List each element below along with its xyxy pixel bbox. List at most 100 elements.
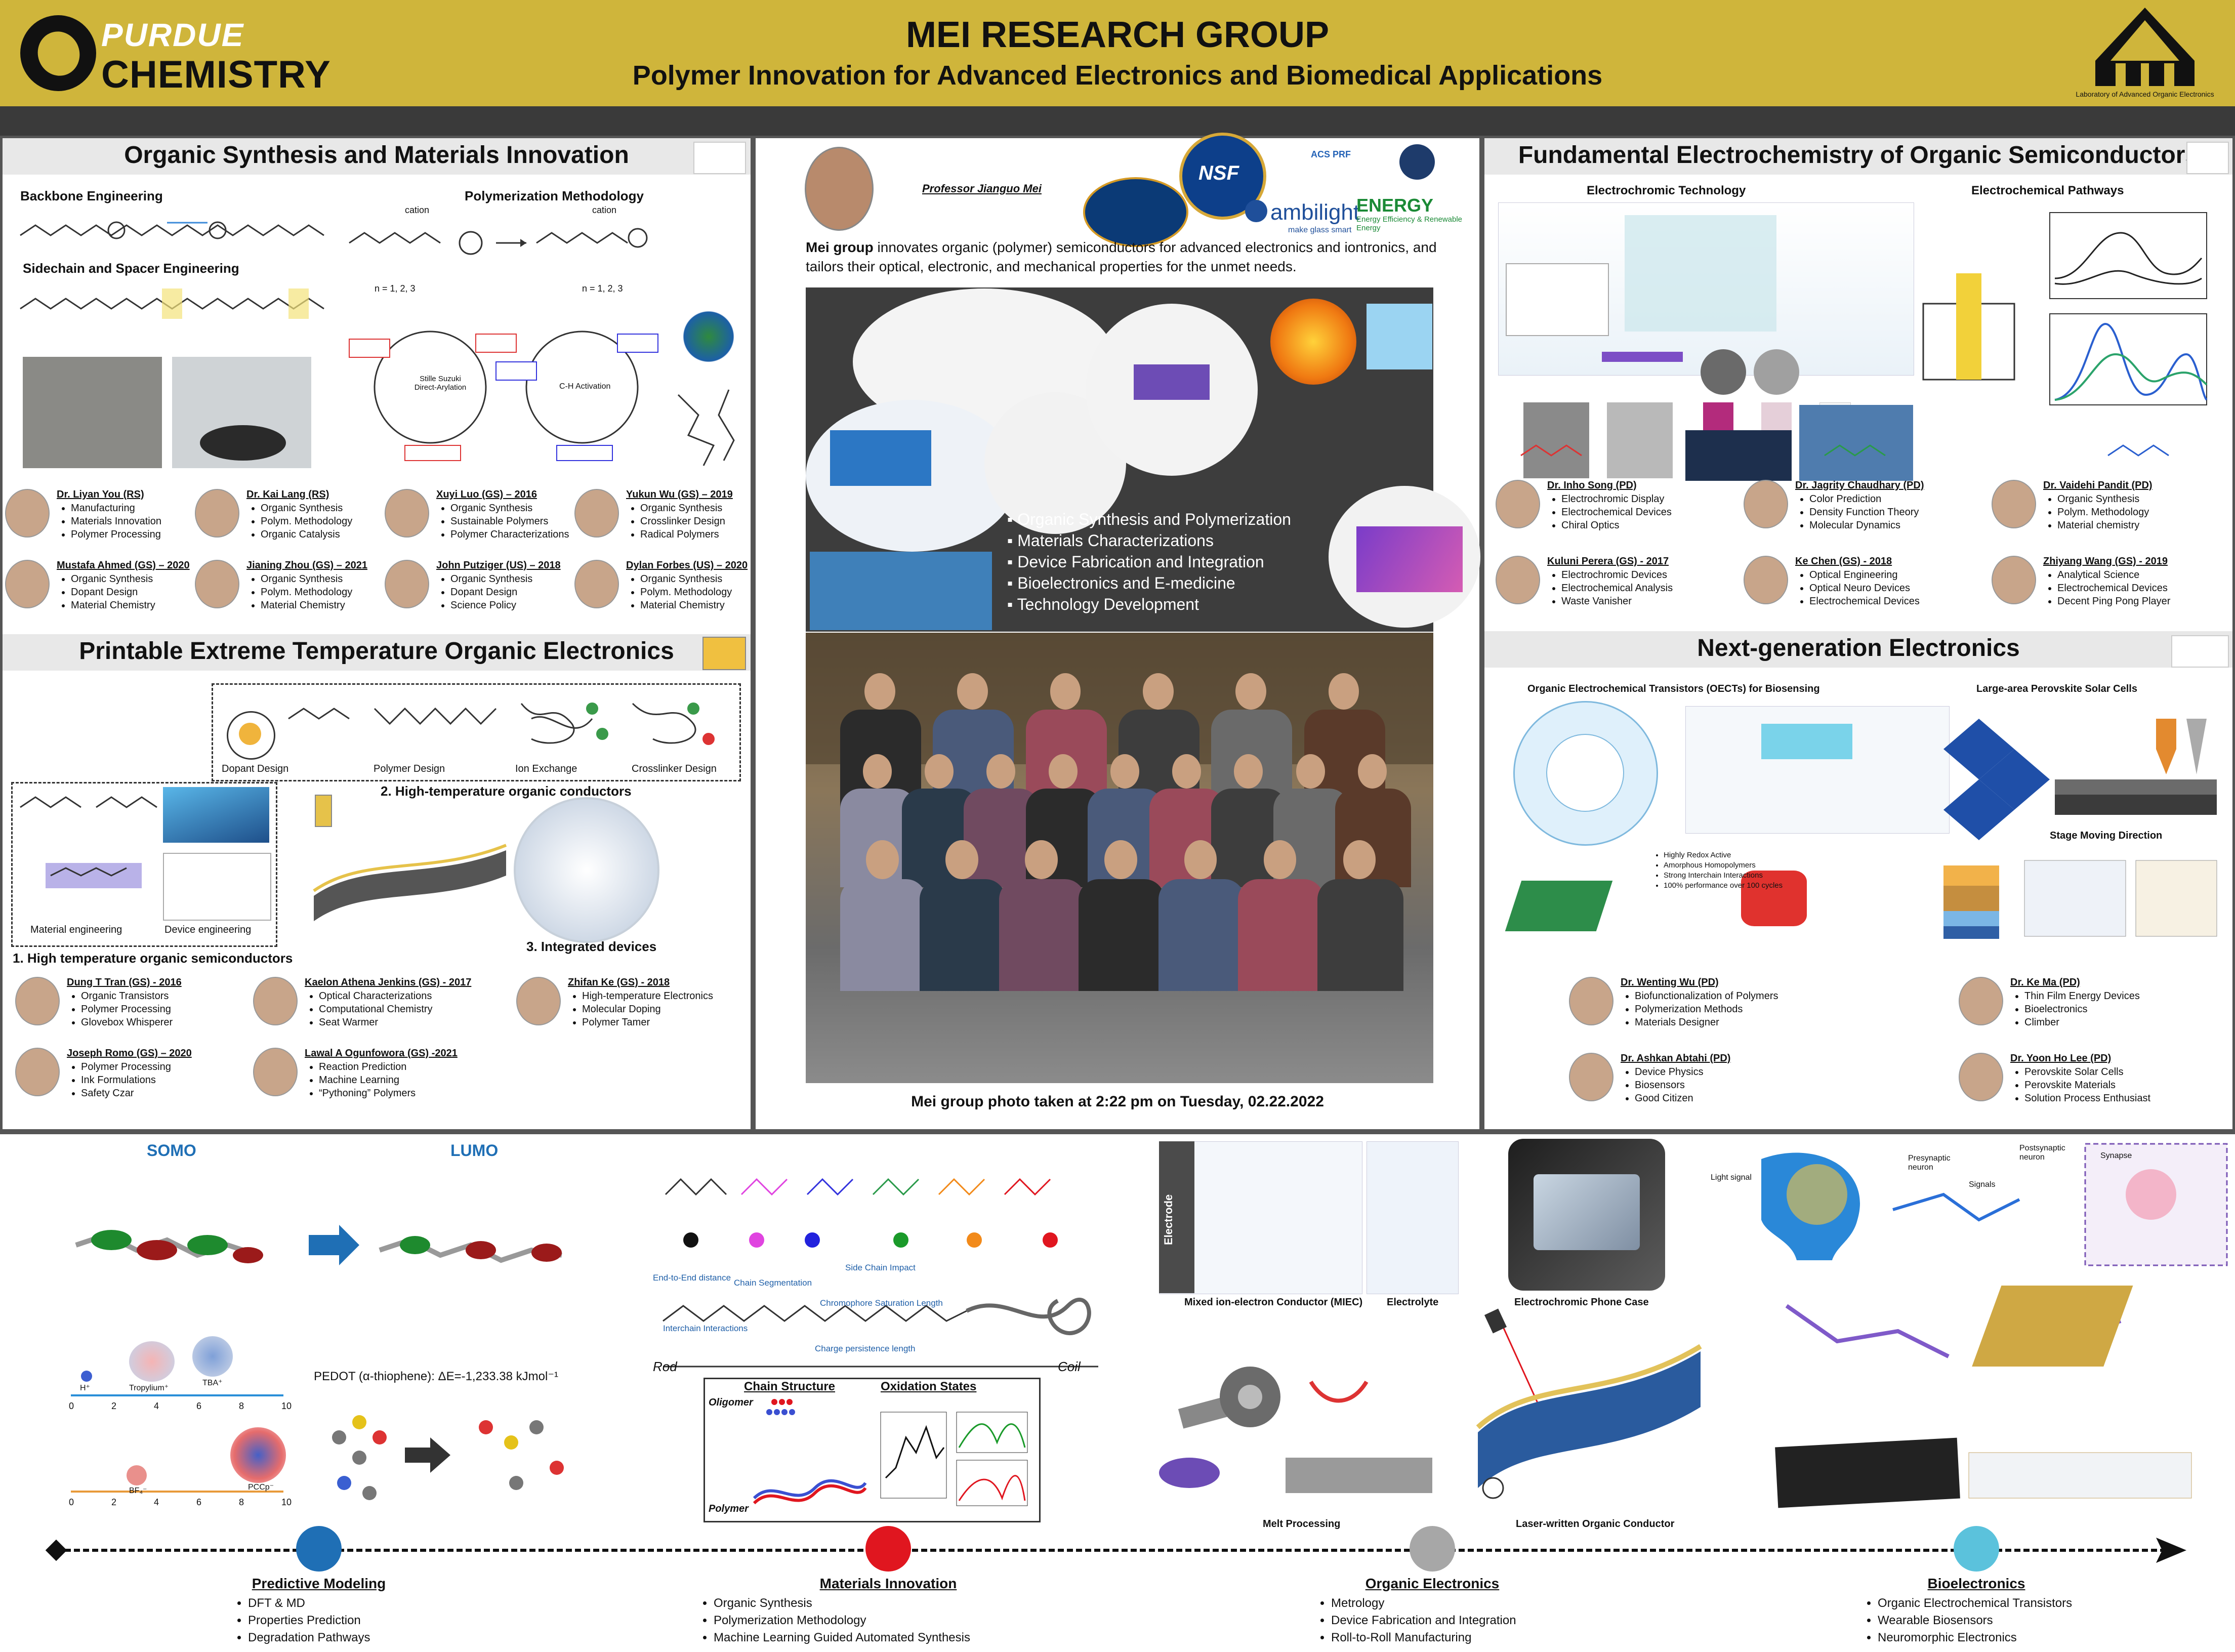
photo-person-head (1357, 754, 1387, 789)
member-card-jianing-zhou-gs-2021: Jianing Zhou (GS) – 2021Organic Synthesi… (195, 560, 367, 612)
member-card-kaelon-athena-jenkins-gs-2017: Kaelon Athena Jenkins (GS) - 2017Optical… (253, 977, 471, 1029)
member-info: Joseph Romo (GS) – 2020Polymer Processin… (67, 1048, 192, 1100)
member-avatar (15, 1048, 60, 1096)
orbital-render (678, 309, 739, 364)
photo-person-body (920, 879, 1006, 991)
photo-person-head (1235, 673, 1267, 710)
oligomer-label: Oligomer (709, 1397, 753, 1408)
bleaching-photo-2 (1607, 402, 1673, 478)
timeline-item: Device Fabrication and Integration (1331, 1612, 1516, 1629)
chain-oxidation-box (703, 1378, 1041, 1522)
oect-note: Amorphous Homopolymers (1664, 860, 1866, 871)
member-role: Biofunctionalization of Polymers (1635, 989, 1778, 1003)
timeline-item: DFT & MD (248, 1595, 370, 1612)
member-card-dung-t-tran-gs-2016: Dung T Tran (GS) - 2016Organic Transisto… (15, 977, 182, 1029)
member-role: Organic Catalysis (261, 528, 352, 541)
h-ion-label: H⁺ (80, 1384, 90, 1392)
member-info: Kuluni Perera (GS) - 2017Electrochromic … (1547, 556, 1673, 608)
timeline-items-predictive-modeling: DFT & MDProperties PredictionDegradation… (233, 1595, 370, 1646)
member-role: Analytical Science (2057, 568, 2170, 582)
doe-seal (1399, 144, 1435, 180)
timeline-stages: Predictive ModelingDFT & MDProperties Pr… (0, 1526, 2235, 1650)
timeline-item: Metrology (1331, 1595, 1516, 1612)
sun-icon (1270, 299, 1356, 385)
tropylium-sphere (129, 1341, 175, 1382)
member-info: John Putziger (US) – 2018Organic Synthes… (436, 560, 561, 612)
anion-axis (71, 1491, 283, 1493)
design-molecules (288, 703, 715, 745)
member-card-lawal-a-ogunfowora-gs-2021: Lawal A Ogunfowora (GS) -2021Reaction Pr… (253, 1048, 458, 1100)
member-roles: Electrochromic DevicesElectrochemical An… (1547, 568, 1673, 608)
member-avatar (1569, 977, 1613, 1025)
polymerization-methodology-label: Polymerization Methodology (465, 188, 644, 203)
morphology-image-1 (1701, 349, 1746, 395)
member-role: Electrochemical Devices (1809, 595, 1920, 608)
member-name: Kuluni Perera (GS) - 2017 (1547, 556, 1669, 567)
member-avatar (1496, 556, 1540, 604)
axis-tick-label: 0 (69, 1497, 74, 1507)
design-label-polymer-design: Polymer Design (374, 763, 445, 774)
timeline-label-bioelectronics: Bioelectronics (1927, 1576, 2025, 1591)
timeline-node-organic-electronics (1410, 1526, 1455, 1572)
member-name: Dr. Jagrity Chaudhary (PD) (1795, 480, 1924, 491)
window-photo-light (1799, 405, 1913, 481)
photo-person-head (1172, 754, 1202, 789)
member-avatar (385, 489, 429, 538)
photo-person-body (1237, 879, 1324, 991)
member-card-dr-vaidehi-pandit-pd: Dr. Vaidehi Pandit (PD)Organic Synthesis… (1992, 480, 2153, 532)
bf4-sphere (127, 1465, 147, 1485)
bottom-band (0, 1132, 2235, 1652)
axis-tick-label: 10 (281, 1401, 292, 1411)
perovskite-figure (1943, 719, 2217, 939)
timeline-node-materials-innovation (865, 1526, 911, 1572)
member-info: Dung T Tran (GS) - 2016Organic Transisto… (67, 977, 182, 1029)
butterfly-photo (810, 552, 992, 630)
member-card-dr-ashkan-abtahi-pd: Dr. Ashkan Abtahi (PD)Device PhysicsBios… (1569, 1053, 1730, 1105)
synapse-label: Synapse (2100, 1151, 2132, 1160)
member-role: Molecular Dynamics (1809, 519, 1924, 532)
logo-text-bottom: CHEMISTRY (101, 53, 331, 96)
dopant-core (239, 723, 261, 745)
member-name: Kaelon Athena Jenkins (GS) - 2017 (305, 977, 472, 988)
stage-direction-label: Stage Moving Direction (2050, 830, 2163, 841)
research-area-item: Materials Characterizations (1007, 530, 1321, 551)
member-roles: Polymer ProcessingInk FormulationsSafety… (67, 1060, 192, 1100)
miec-label: Mixed ion-electron Conductor (MIEC) (1184, 1297, 1363, 1308)
pccp-sphere (230, 1427, 286, 1483)
axis-tick-label: 6 (196, 1497, 202, 1507)
onr-logo (1083, 177, 1188, 247)
member-card-kuluni-perera-gs-2017: Kuluni Perera (GS) - 2017Electrochromic … (1496, 556, 1673, 608)
member-roles: Organic SynthesisPolym. MethodologyMater… (2043, 492, 2153, 532)
member-name: Dylan Forbes (US) – 2020 (626, 560, 748, 571)
electrochem-pathways-label: Electrochemical Pathways (1971, 184, 2124, 197)
design-label-dopant-design: Dopant Design (222, 763, 289, 774)
photo-person-head (1048, 754, 1078, 789)
device-performance-plot (163, 853, 271, 921)
member-name: Ke Chen (GS) - 2018 (1795, 556, 1892, 567)
axis-tick-label: 4 (154, 1401, 159, 1411)
photo-person-body (999, 879, 1086, 991)
member-role: Crosslinker Design (640, 515, 733, 528)
member-avatar (385, 560, 429, 608)
member-card-dr-kai-lang-rs: Dr. Kai Lang (RS)Organic SynthesisPolym.… (195, 489, 352, 541)
photo-person-head (1328, 673, 1359, 710)
oect-note: 100% performance over 100 cycles (1664, 881, 1866, 891)
bleaching-photo-1 (1523, 402, 1589, 478)
member-card-mustafa-ahmed-gs-2020: Mustafa Ahmed (GS) – 2020Organic Synthes… (5, 560, 190, 612)
member-role: Optical Characterizations (319, 989, 471, 1003)
electrode-bar (1159, 1141, 1194, 1293)
somo-label: SOMO (147, 1141, 196, 1160)
photo-person-body (1317, 879, 1403, 991)
research-area-item: Device Fabrication and Integration (1007, 551, 1321, 572)
dopant-icon (227, 711, 275, 760)
member-name: Xuyi Luo (GS) – 2016 (436, 489, 537, 500)
member-role: Manufacturing (71, 502, 161, 515)
member-role: Polymer Characterizations (450, 528, 569, 541)
electrochem-section-title: Fundamental Electrochemistry of Organic … (1484, 138, 2232, 175)
oect-note: Highly Redox Active (1664, 850, 1866, 860)
bf4-label: BF₄⁻ (129, 1486, 147, 1495)
member-info: Xuyi Luo (GS) – 2016Organic SynthesisSus… (436, 489, 569, 541)
oxidation-states-label: Oxidation States (881, 1380, 977, 1393)
